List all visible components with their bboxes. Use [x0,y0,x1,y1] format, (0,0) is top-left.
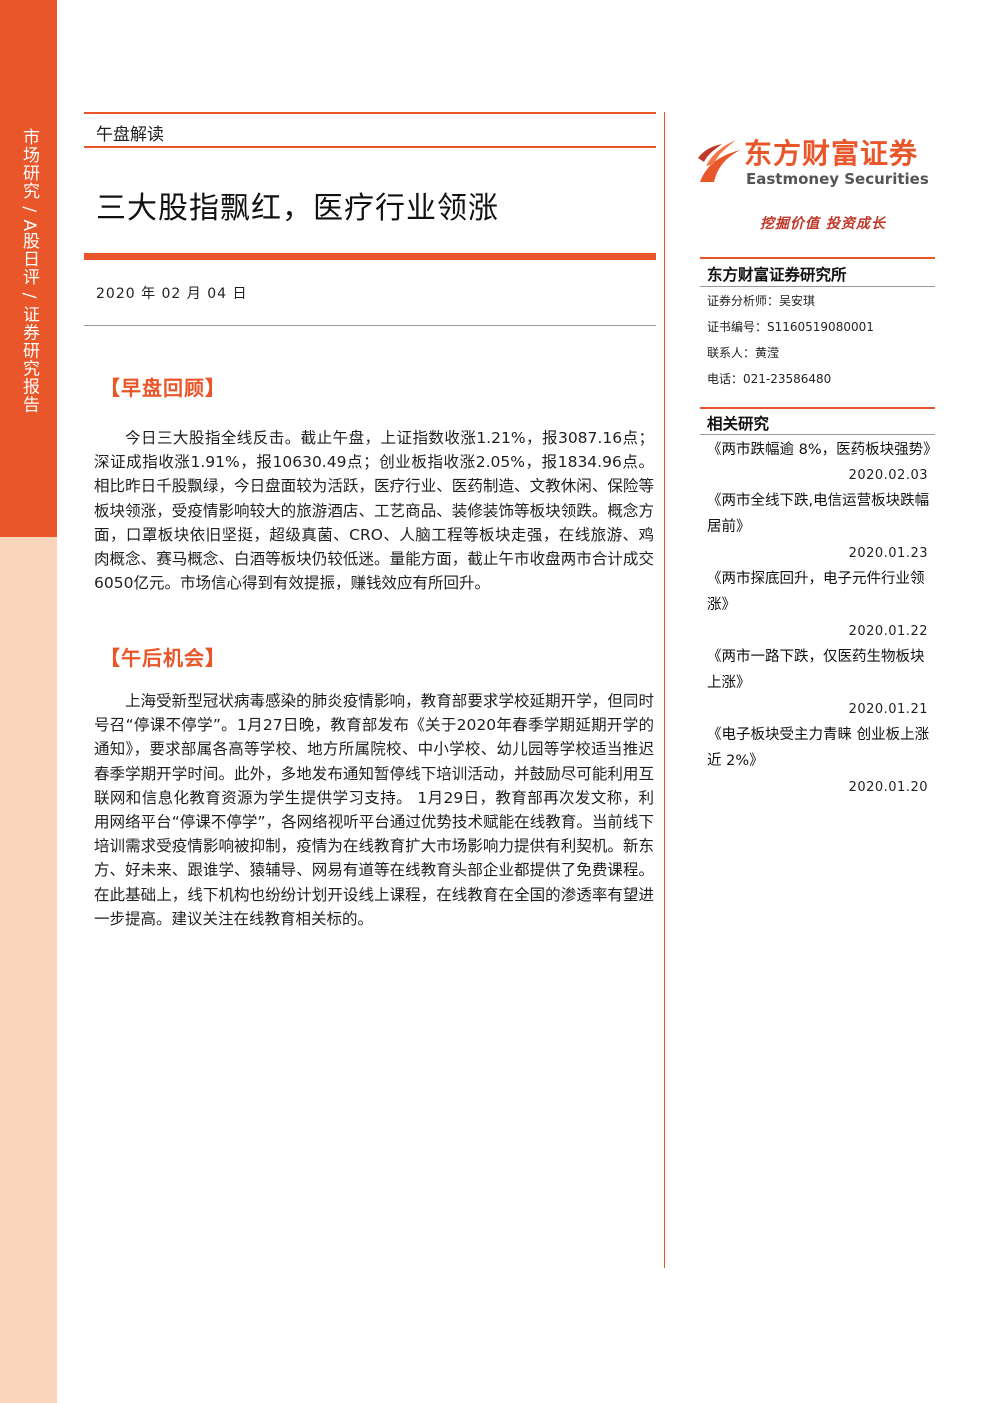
contact-person: 联系人：黄滢 [707,346,780,360]
related-item-date: 2020.01.22 [848,624,928,639]
brand-name-en: Eastmoney Securities [746,170,929,188]
brand-name-cn: 东方财富证券 [744,137,919,170]
title-bottom-bar [84,253,656,260]
related-item-title[interactable]: 《两市跌幅逾 8%，医药板块强势》 [707,442,938,458]
side-band-accent [0,0,57,537]
brand-logo: 东方财富证券 Eastmoney Securities [696,132,940,192]
report-date: 2020 年 02 月 04 日 [96,286,248,302]
report-type: 午盘解读 [96,125,164,145]
section-body-afternoon-opportunity: 上海受新型冠状病毒感染的肺炎疫情影响，教育部要求学校延期开学，但同时号召“停课不… [94,692,654,928]
sidebar-label: 市场研究 / A股日评 / 证券研究报告 [19,128,39,414]
related-item-date: 2020.01.20 [848,780,928,795]
related-item-date: 2020.01.23 [848,546,928,561]
institute-top-rule [700,257,935,259]
top-rule [84,112,656,114]
brand-slogan: 挖掘价值 投资成长 [760,216,886,232]
related-item-title[interactable]: 《电子板块受主力青睐 创业板上涨近 2%》 [707,727,930,769]
analyst-name: 证券分析师：吴安琪 [707,294,816,308]
related-item-title[interactable]: 《两市探底回升，电子元件行业领涨》 [707,571,925,613]
related-item-date: 2020.01.21 [848,702,928,717]
related-item-date: 2020.02.03 [848,468,928,483]
column-divider [664,112,665,1268]
brand-flame-icon [698,140,740,182]
institute-name: 东方财富证券研究所 [707,266,847,284]
date-divider [84,325,656,326]
certificate-number: 证书编号：S1160519080001 [707,320,874,334]
phone-number: 电话：021-23586480 [707,372,832,386]
related-top-rule [700,407,935,409]
institute-bottom-rule [700,286,935,287]
page-title: 三大股指飘红，医疗行业领涨 [96,191,499,226]
section-body-morning-review: 今日三大股指全线反击。截止午盘，上证指数收涨1.21%，报3087.16点；深证… [94,429,654,593]
section-heading-morning-review: 【早盘回顾】 [100,376,226,400]
related-item-title[interactable]: 《两市全线下跌,电信运营板块跌幅居前》 [707,493,930,535]
related-heading: 相关研究 [707,415,770,433]
related-item-title[interactable]: 《两市一路下跌，仅医药生物板块上涨》 [707,649,925,691]
title-rule [84,146,656,148]
section-heading-afternoon-opportunity: 【午后机会】 [100,646,226,670]
related-bottom-rule [700,434,935,435]
